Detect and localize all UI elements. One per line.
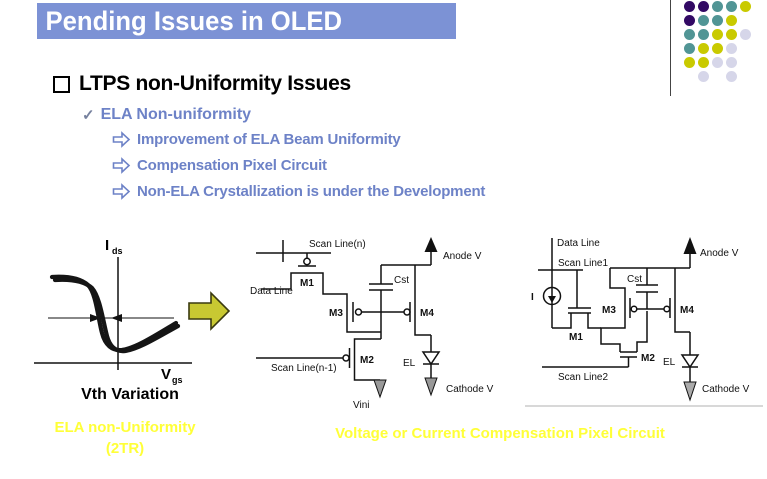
check-bullet-text: ELA Non-uniformity xyxy=(100,106,252,123)
label-scan-line2: Scan Line2 xyxy=(558,372,608,383)
arrow-bullet-icon xyxy=(112,131,131,148)
arrow-bullet-row: Improvement of ELA Beam Uniformity xyxy=(112,131,401,148)
label-scan-line1: Scan Line1 xyxy=(558,258,608,269)
arrow-bullet-text: Improvement of ELA Beam Uniformity xyxy=(137,131,401,148)
label-data-line: Data Line xyxy=(250,286,293,297)
decor-dot xyxy=(684,1,695,12)
label-m1: M1 xyxy=(569,332,583,343)
decor-dot xyxy=(698,1,709,12)
y-axis-label: I xyxy=(105,237,109,254)
arrow-bullet-text: Compensation Pixel Circuit xyxy=(137,157,327,174)
label-m3: M3 xyxy=(602,305,616,316)
vth-variation-graph: I ds V gs xyxy=(34,237,192,385)
label-data-line: Data Line xyxy=(557,238,600,249)
decor-dot xyxy=(712,15,723,26)
decor-dot xyxy=(726,1,737,12)
decor-dot xyxy=(726,71,737,82)
heading-row: LTPS non-Uniformity Issues xyxy=(53,72,351,96)
vertical-divider xyxy=(670,0,671,96)
decor-dot xyxy=(740,29,751,40)
arrow-bullet-icon xyxy=(112,183,131,200)
decor-dot xyxy=(684,15,695,26)
label-current-source: I xyxy=(531,292,534,303)
title-bar: Pending Issues in OLED xyxy=(37,3,456,39)
current-compensation-circuit: Data Line Scan Line1 I M1 M3 Cst M4 Anod… xyxy=(525,237,763,407)
label-anode: Anode V xyxy=(443,251,482,262)
arrow-bullet-row: Non-ELA Crystallization is under the Dev… xyxy=(112,183,485,200)
label-m1: M1 xyxy=(300,278,314,289)
y-axis-subscript: ds xyxy=(112,246,123,256)
label-m2: M2 xyxy=(360,355,374,366)
ela-label-line2: (2TR) xyxy=(105,440,145,457)
decor-dot xyxy=(684,29,695,40)
ela-label-line1: ELA non-Uniformity xyxy=(54,419,196,436)
x-axis-label: V xyxy=(161,366,171,383)
decor-dot xyxy=(726,57,737,68)
label-el: EL xyxy=(403,358,416,369)
checkmark-icon: ✓ xyxy=(82,107,95,124)
label-m4: M4 xyxy=(680,305,694,316)
decor-dot xyxy=(698,43,709,54)
label-el: EL xyxy=(663,357,676,368)
voltage-compensation-circuit: Scan Line(n) Data Line M1 M3 Cst M4 Anod… xyxy=(250,237,494,411)
decor-dot xyxy=(698,15,709,26)
arrow-bullet-text: Non-ELA Crystallization is under the Dev… xyxy=(137,183,486,200)
ela-label: ELA non-Uniformity (2TR) xyxy=(30,417,220,459)
label-cst: Cst xyxy=(394,275,409,286)
decor-dot xyxy=(712,43,723,54)
x-axis-subscript: gs xyxy=(172,375,183,385)
dot-grid xyxy=(684,1,754,91)
square-bullet-icon xyxy=(53,75,70,93)
bottom-caption: Voltage or Current Compensation Pixel Ci… xyxy=(335,425,665,442)
decor-dot xyxy=(684,57,695,68)
label-vini: Vini xyxy=(353,400,370,411)
decor-dot xyxy=(712,29,723,40)
label-m4: M4 xyxy=(420,308,434,319)
label-anode: Anode V xyxy=(700,248,739,259)
label-scan-line-n-1: Scan Line(n-1) xyxy=(271,363,337,374)
label-scan-line-n: Scan Line(n) xyxy=(309,239,366,250)
arrow-bullet-icon xyxy=(112,157,131,174)
decor-dot xyxy=(726,43,737,54)
page-title: Pending Issues in OLED xyxy=(45,6,343,36)
label-cst: Cst xyxy=(627,274,642,285)
decor-dot xyxy=(712,1,723,12)
label-m3: M3 xyxy=(329,308,343,319)
label-cathode: Cathode V xyxy=(446,384,494,395)
decor-dot xyxy=(698,29,709,40)
heading-text: LTPS non-Uniformity Issues xyxy=(79,72,351,95)
decor-dot xyxy=(698,71,709,82)
decor-dot xyxy=(684,43,695,54)
decor-dot xyxy=(740,1,751,12)
decor-dot xyxy=(712,57,723,68)
label-m2: M2 xyxy=(641,353,655,364)
check-bullet-row: ✓ ELA Non-uniformity xyxy=(82,106,251,124)
decor-dot xyxy=(726,29,737,40)
block-arrow-icon xyxy=(188,291,231,331)
decor-dot xyxy=(698,57,709,68)
arrow-bullet-row: Compensation Pixel Circuit xyxy=(112,157,327,174)
label-cathode: Cathode V xyxy=(702,384,750,395)
vth-caption: Vth Variation xyxy=(81,386,179,403)
decor-dot xyxy=(726,15,737,26)
